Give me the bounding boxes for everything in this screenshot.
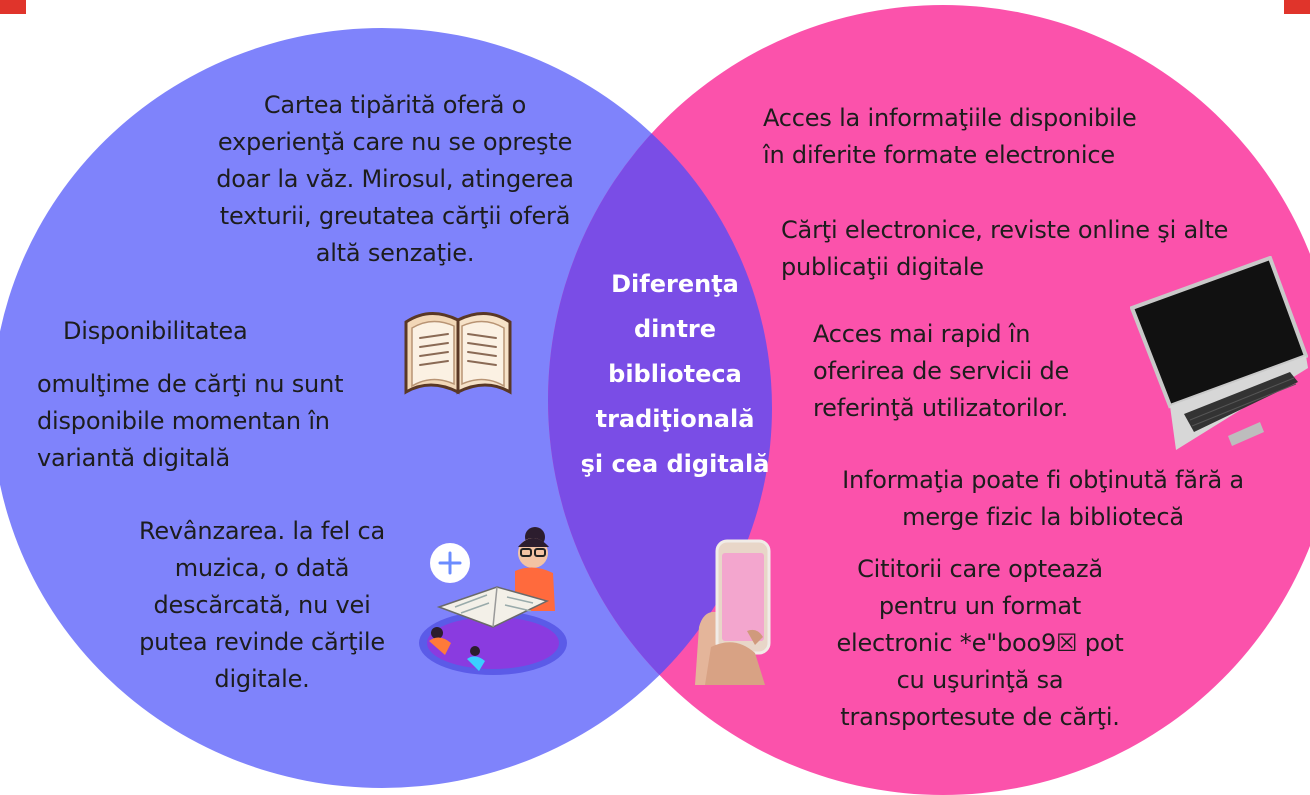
text-line: electronic *e"boo9☒ pot (836, 629, 1124, 657)
portability-text: Cititorii care optează pentru un format … (795, 551, 1165, 736)
availability-title: Disponibilitatea (63, 317, 248, 345)
text-line: experienţă care nu se opreşte (217, 128, 573, 156)
resale-text: Revânzarea. la fel ca muzica, o dată des… (112, 513, 412, 698)
ebooks-journals-text: Cărţi electronice, reviste online şi alt… (781, 212, 1281, 286)
text-line: digitale. (214, 665, 310, 693)
text-line: Informaţia poate fi obţinută fără a (842, 466, 1244, 494)
faster-reference-text: Acces mai rapid în oferirea de servicii … (813, 316, 1113, 427)
laptop-icon (1130, 256, 1308, 450)
open-book-icon (404, 312, 512, 395)
text-line: referinţă utilizatorilor. (813, 394, 1069, 422)
remote-access-text: Informaţia poate fi obţinută fără a merg… (818, 462, 1268, 536)
reader-illustration-icon (419, 527, 567, 675)
text-line: oferirea de servicii de (813, 357, 1070, 385)
text-line: cu uşurinţă sa (896, 666, 1064, 694)
text-line: doar la văz. Mirosul, atingerea (216, 165, 574, 193)
printed-book-experience-text: Cartea tipărită oferă o experienţă care … (185, 87, 605, 272)
electronic-formats-text: Acces la informaţiile disponibile în dif… (763, 100, 1223, 174)
diagram-center-title: Diferenţa dintre biblioteca tradiţională… (570, 262, 780, 487)
text-line: texturii, greutatea cărţii oferă (219, 202, 571, 230)
text-line: merge fizic la bibliotecă (902, 503, 1184, 531)
smartphone-icon (695, 539, 771, 685)
text-line: muzica, o dată (174, 554, 350, 582)
text-line: omulţime de cărţi nu sunt (37, 370, 344, 398)
availability-text: omulţime de cărţi nu sunt disponibile mo… (37, 366, 377, 477)
text-line: transportesute de cărţi. (840, 703, 1120, 731)
center-line: şi cea digitală (580, 450, 770, 478)
text-line: Revânzarea. la fel ca (138, 517, 386, 545)
text-line: Cititorii care optează (857, 555, 1103, 583)
corner-accent-left (0, 0, 26, 14)
text-line: Cărţi electronice, reviste online şi alt… (781, 216, 1229, 244)
text-line: variantă digitală (37, 444, 231, 472)
center-line: Diferenţa (611, 270, 739, 298)
text-line: Acces mai rapid în (813, 320, 1031, 348)
text-line: Cartea tipărită oferă o (263, 91, 527, 119)
center-line: dintre (633, 315, 717, 343)
text-line: altă senzaţie. (315, 239, 475, 267)
text-line: Acces la informaţiile disponibile (763, 104, 1137, 132)
text-line: descărcată, nu vei (153, 591, 371, 619)
text-line: disponibile momentan în (37, 407, 330, 435)
corner-accent-right (1284, 0, 1310, 14)
center-line: biblioteca (608, 360, 742, 388)
text-line: în diferite formate electronice (763, 141, 1115, 169)
center-line: tradiţională (595, 405, 755, 433)
text-line: putea revinde cărţile (139, 628, 385, 656)
text-line: publicaţii digitale (781, 253, 984, 281)
text-line: pentru un format (878, 592, 1082, 620)
